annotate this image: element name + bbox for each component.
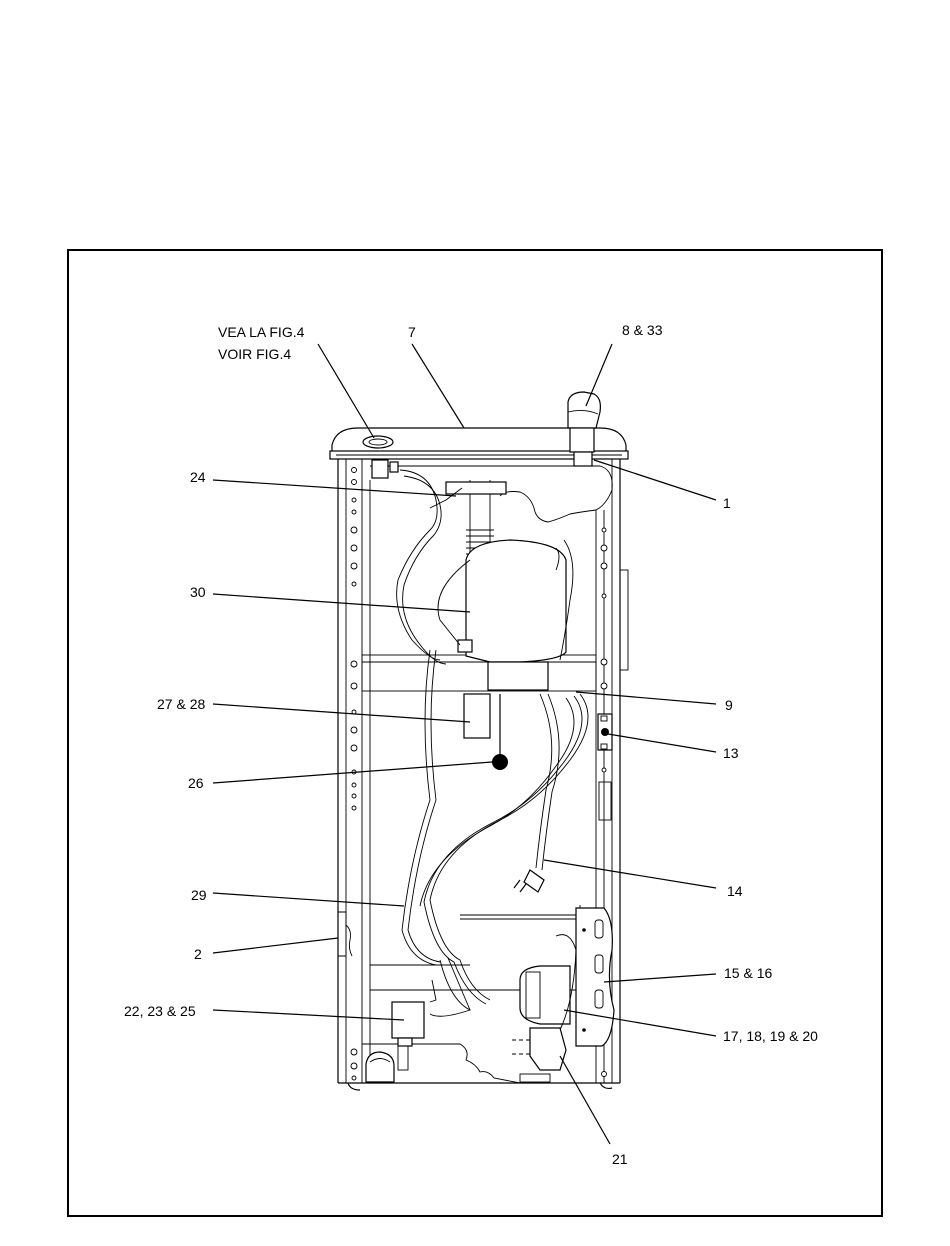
callout-voir: VOIR FIG.4: [218, 346, 291, 362]
drain-tube: [464, 694, 500, 760]
power-plug: [514, 870, 544, 892]
callout-labels: VEA LA FIG.4 VOIR FIG.4 7 8 & 33 24 1 30…: [124, 322, 818, 1167]
callout-13: 13: [723, 745, 739, 761]
water-line: [460, 905, 580, 915]
callout-14: 14: [727, 883, 743, 899]
regulator-bracket: [576, 908, 614, 1046]
switch-plate: [598, 714, 612, 750]
compressor: [458, 540, 566, 690]
left-rail-holes: [351, 468, 357, 1081]
callout-15-16: 15 & 16: [724, 965, 772, 981]
callout-2: 2: [194, 946, 202, 962]
callout-21: 21: [612, 1151, 628, 1167]
callout-7: 7: [408, 324, 416, 340]
callout-1: 1: [723, 495, 731, 511]
callout-17-20: 17, 18, 19 & 20: [723, 1028, 818, 1044]
leader-lines: [213, 344, 716, 1144]
callout-29: 29: [191, 887, 207, 903]
leveling-foot: [366, 1052, 394, 1082]
solenoid-valve: [520, 935, 576, 1030]
drain-elbow: [512, 1028, 566, 1082]
callout-26: 26: [188, 775, 204, 791]
callout-30: 30: [190, 584, 206, 600]
callout-vea: VEA LA FIG.4: [218, 324, 305, 340]
callout-22-23-25: 22, 23 & 25: [124, 1003, 196, 1019]
callout-27-28: 27 & 28: [157, 696, 205, 712]
drain-plug: [492, 754, 508, 770]
control-box: [392, 1002, 424, 1070]
callout-24: 24: [190, 469, 206, 485]
callout-9: 9: [725, 697, 733, 713]
callout-8-33: 8 & 33: [622, 322, 663, 338]
